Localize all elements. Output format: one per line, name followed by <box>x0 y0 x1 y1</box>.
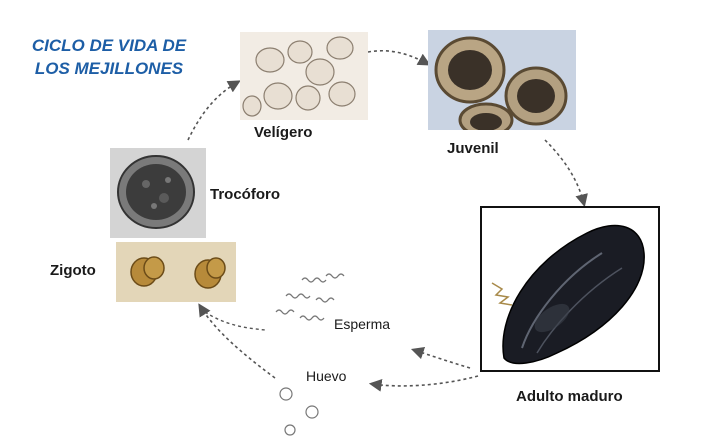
label-esperma: Esperma <box>334 316 391 332</box>
label-zigoto: Zigoto <box>50 262 96 279</box>
egg-illustration <box>279 387 319 436</box>
title-line-1: CICLO DE VIDA DE <box>31 36 187 55</box>
label-juvenil: Juvenil <box>447 140 499 157</box>
title-line-2: LOS MEJILLONES <box>34 59 184 78</box>
adulto-image <box>480 206 660 372</box>
label-trocoforo: Trocóforo <box>210 186 280 203</box>
juvenil-image <box>428 30 576 130</box>
arrow-veligero-juvenil <box>367 49 431 66</box>
arrow-adulto-huevo <box>368 375 479 392</box>
sperm-illustration <box>275 273 345 321</box>
veligero-image <box>240 32 368 120</box>
trocoforo-image <box>110 148 206 238</box>
label-veligero: Velígero <box>254 124 313 141</box>
label-adulto: Adulto maduro <box>516 388 623 405</box>
label-huevo: Huevo <box>306 368 347 384</box>
arrow-juvenil-adulto <box>544 139 588 208</box>
arrow-huevo-zigoto <box>198 303 276 379</box>
zigoto-image <box>116 242 236 302</box>
diagram-title: CICLO DE VIDA DE LOS MEJILLONES <box>14 34 204 80</box>
arrow-trocoforo-veligero <box>187 80 241 141</box>
connector-zigoto-esperma <box>204 311 266 331</box>
arrow-adulto-esperma <box>410 346 471 369</box>
